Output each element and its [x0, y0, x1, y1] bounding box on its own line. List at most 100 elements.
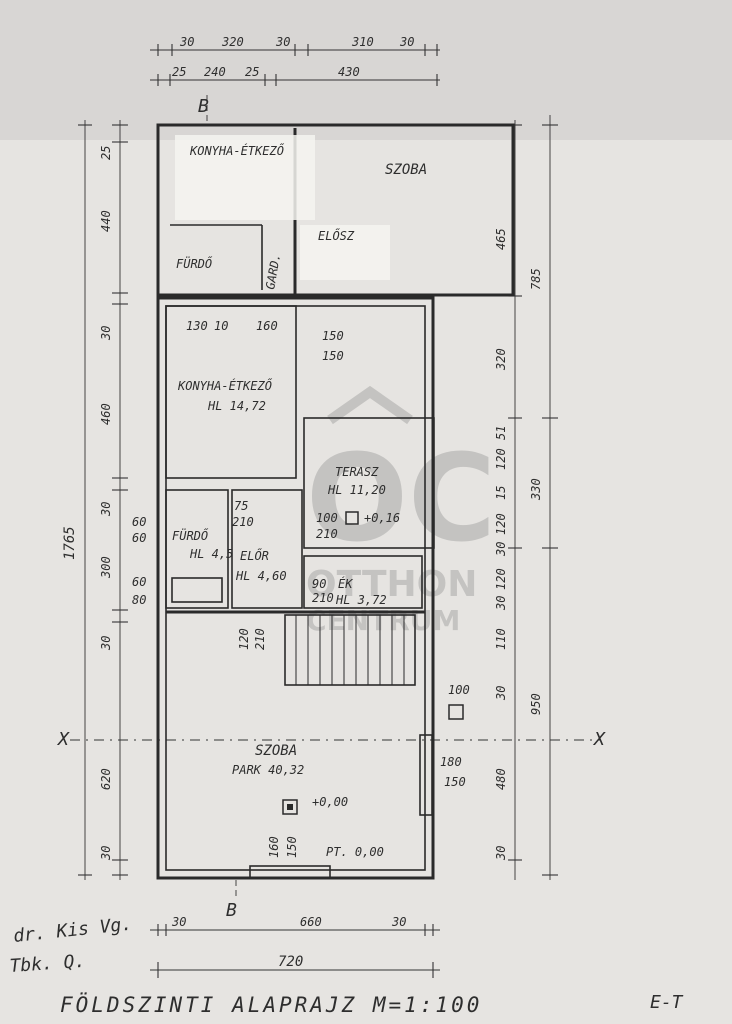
opening-note: 10	[214, 319, 228, 333]
dim-label: 30	[391, 915, 406, 929]
dim-label: 25	[172, 65, 186, 79]
room-label-hall: ELŐR	[240, 548, 269, 563]
room-area-kitchen: HL 14,72	[207, 399, 266, 413]
opening-note: 90	[312, 577, 326, 591]
room-label-kitchen: KONYHA-ÉTKEZŐ	[177, 378, 273, 393]
dim-label: 300	[99, 556, 113, 579]
top-dimensions: 30 320 30 310 30 25 240 25 430	[150, 35, 440, 86]
room-label: KONYHA-ÉTKEZŐ	[189, 143, 285, 158]
dim-label: 25	[245, 65, 259, 79]
room-labels-main: KONYHA-ÉTKEZŐ HL 14,72 TERASZ HL 11,20 +…	[172, 378, 400, 859]
section-marks: B B	[198, 95, 237, 921]
opening-note: 210	[312, 591, 334, 605]
room-label-terrace: TERASZ	[335, 465, 379, 479]
dim-label: 30	[494, 846, 508, 861]
corner-mark: E-T	[650, 992, 684, 1013]
dim-label: 30	[494, 686, 508, 701]
opening-note: 160	[256, 319, 278, 333]
floor-note: PT. 0,00	[326, 845, 384, 859]
opening-note: 60	[132, 531, 146, 545]
wall-rear-block	[156, 123, 515, 297]
dim-label: 51	[494, 426, 508, 440]
dim-label: 25	[99, 146, 113, 160]
dim-label: 330	[529, 478, 543, 501]
room-area-living: PARK 40,32	[232, 763, 304, 777]
opening-note: 210	[232, 515, 254, 529]
opening-note: 60	[132, 515, 146, 529]
section-mark-bottom: B	[226, 900, 237, 921]
dim-label: 30	[171, 915, 186, 929]
room-entry-walls	[303, 555, 423, 609]
bottom-dimensions: 30 660 30 720	[150, 915, 440, 978]
opening-notes: 130 10 160 150 150 75 210 100 210 60 60 …	[132, 319, 470, 858]
dim-label: 30	[99, 326, 113, 341]
room-label-living: SZOBA	[255, 743, 297, 759]
dim-label: 110	[494, 628, 508, 650]
dim-label: 660	[300, 915, 322, 929]
level-living: +0,00	[312, 795, 348, 809]
dim-label: 30	[179, 35, 194, 49]
room-label-entry: ÉK	[338, 576, 353, 591]
dim-label: 30	[494, 542, 508, 557]
room-area-entry: HL 3,72	[335, 593, 387, 607]
opening-note: 75	[234, 499, 248, 513]
paper-shadow-top	[0, 0, 732, 140]
dim-label: 120	[494, 448, 508, 470]
opening-note: 100	[448, 683, 470, 697]
dim-label: 240	[204, 65, 226, 79]
dim-label: 120	[494, 513, 508, 535]
room-kitchen-walls	[165, 305, 297, 479]
dim-label: 440	[99, 210, 113, 232]
watermark-line2: CENTRUM	[306, 604, 460, 637]
room-labels-top: KONYHA-ÉTKEZŐ SZOBA ELŐSZ FÜRDŐ GARD.	[176, 143, 427, 291]
dim-label: 310	[351, 35, 374, 49]
room-hall-walls	[231, 489, 303, 609]
watermark-roof-icon	[327, 385, 413, 425]
opening-note: 210	[253, 628, 267, 650]
level-terrace: +0,16	[364, 511, 400, 525]
dim-label: 30	[275, 35, 290, 49]
opening-note: 60	[132, 575, 146, 589]
room-area-terrace: HL 11,20	[327, 483, 386, 497]
walls	[156, 123, 515, 880]
room-label: FÜRDŐ	[176, 255, 213, 271]
room-area-hall: HL 4,60	[235, 569, 287, 583]
dim-label: 430	[338, 65, 360, 79]
level-marker-icon	[448, 704, 464, 720]
left-dimensions: 1765 25 440 30 460 30 300 30 620 30	[62, 120, 128, 880]
dim-label: 620	[99, 768, 113, 790]
level-marker-icon	[282, 799, 298, 815]
stair	[284, 614, 416, 686]
correction-patch	[300, 225, 390, 280]
opening-note: 150	[322, 329, 344, 343]
opening-note: 130	[186, 319, 208, 333]
dim-label: 950	[529, 693, 543, 715]
room-label: GARD.	[263, 253, 283, 291]
watermark-logo: OC	[306, 430, 496, 569]
opening-note: 100	[316, 511, 338, 525]
room-area-bath: HL 4,5	[189, 547, 233, 561]
drawing-title: FÖLDSZINTI ALAPRAJZ M=1:100	[60, 992, 482, 1017]
level-marker-icon	[345, 511, 359, 525]
section-mark-top: B	[198, 96, 209, 117]
correction-patch	[175, 135, 315, 220]
axis-mark-left: X	[56, 729, 70, 750]
opening-note: 180	[440, 755, 462, 769]
dim-label: 30	[99, 636, 113, 651]
bathtub	[171, 577, 223, 603]
dim-label: 30	[399, 35, 414, 49]
dim-label: 320	[221, 35, 244, 49]
opening-note: 210	[316, 527, 338, 541]
axis-mark-right: X	[592, 729, 606, 750]
dim-label: 460	[99, 403, 113, 425]
dim-label: 480	[494, 768, 508, 790]
room-label-bath: FÜRDŐ	[172, 527, 209, 543]
dim-label: 15	[494, 486, 508, 500]
opening-note: 160	[267, 836, 281, 858]
dim-label-total: 720	[278, 954, 303, 970]
right-dimensions: 465 320 51 120 15 120 30 120 30 110 30 4…	[494, 115, 558, 880]
room-bath-walls	[165, 489, 229, 609]
dim-label: 30	[99, 502, 113, 517]
